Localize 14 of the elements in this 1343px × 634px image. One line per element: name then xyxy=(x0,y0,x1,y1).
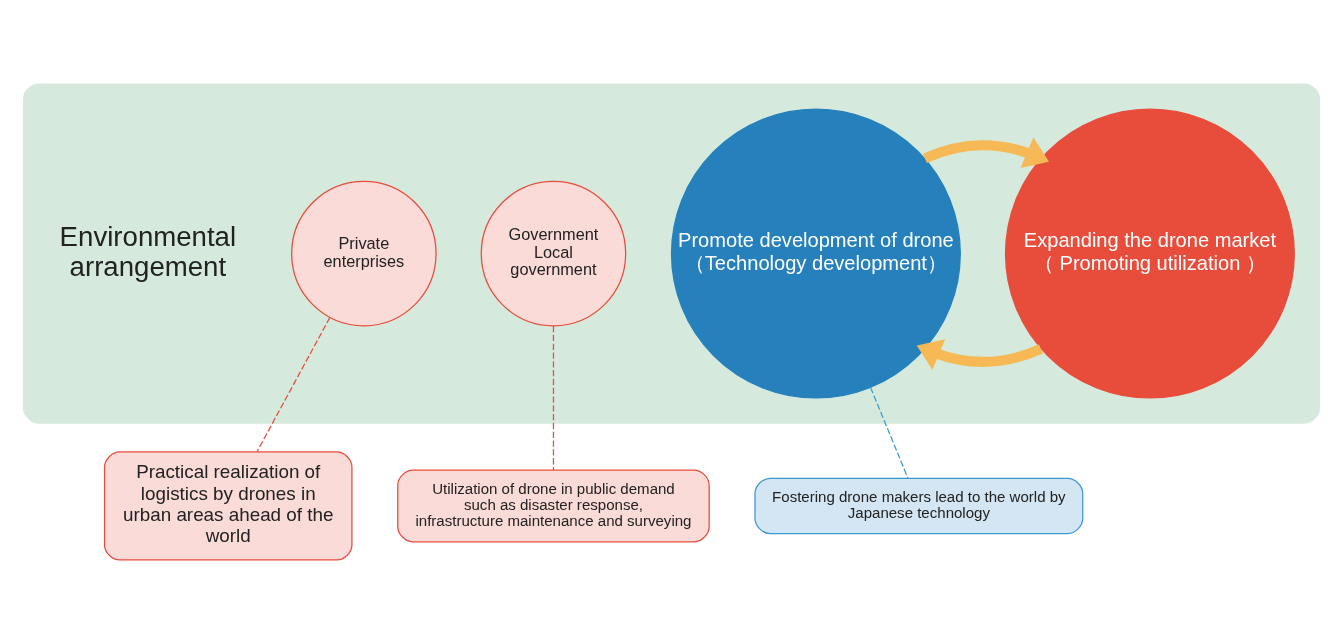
node-circle: Private enterprises xyxy=(291,180,437,327)
connector xyxy=(869,386,909,479)
connector xyxy=(256,316,331,453)
connector xyxy=(552,325,555,471)
arrow xyxy=(916,339,1043,370)
cluster xyxy=(22,83,1321,424)
node-circle: Expanding the drone market （ Promoting utilization ） xyxy=(1004,108,1295,399)
node-box: Fostering drone makers lead to the world by Japanese technology xyxy=(754,477,1084,535)
arrow xyxy=(922,137,1049,168)
node-box: Practical realization of logistics by drones in urban areas ahead of the world xyxy=(103,451,353,561)
node-circle: Government Local government xyxy=(480,180,627,327)
node-box: Utilization of drone in public demand such as disaster response, infrastructure maintenance and surveying xyxy=(397,469,710,543)
node-circle: Promote development of drone （Technology development） xyxy=(670,108,961,399)
label: Environmental arrangement xyxy=(59,220,237,282)
